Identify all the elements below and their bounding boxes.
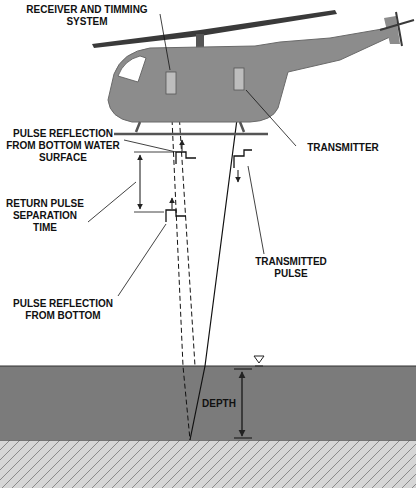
leader-line	[248, 166, 264, 254]
pulse-direction	[172, 198, 173, 209]
depth-ticks	[234, 369, 252, 438]
seabed	[0, 438, 416, 488]
callout-label: PULSE REFLECTION FROM BOTTOM	[4, 298, 122, 322]
leader-line	[88, 182, 136, 222]
helicopter-body	[108, 28, 392, 122]
surface-pulse	[176, 152, 196, 164]
callout-label: RETURN PULSE SEPARATION TIME	[4, 198, 86, 234]
cockpit-window	[118, 56, 146, 82]
rotor-mast	[196, 34, 204, 48]
skids	[114, 122, 268, 134]
bottom-pulse	[166, 210, 186, 222]
transmitter-unit	[234, 68, 244, 90]
pulse-direction	[182, 140, 183, 151]
callout-label: TRANSMITTED PULSE	[246, 256, 336, 280]
water-level-symbol	[254, 356, 264, 366]
leader-line	[160, 14, 170, 70]
part-label: RECEIVER AND TIMMING SYSTEM	[22, 4, 152, 28]
callout-label: PULSE REFLECTION FROM BOTTOM WATER SURFA…	[4, 128, 122, 164]
transmitted-pulse	[234, 150, 252, 168]
return-beam	[178, 96, 195, 366]
tail-rotor	[380, 12, 414, 46]
water-surface	[0, 365, 416, 366]
separation-ticks	[134, 152, 174, 212]
leader-line	[124, 140, 176, 152]
pulse-direction	[238, 170, 239, 182]
receiver-unit	[166, 72, 176, 94]
leader-line	[118, 224, 166, 296]
separation-arrow	[140, 155, 141, 209]
dimension-label: DEPTH	[200, 398, 238, 410]
leader-line	[246, 90, 296, 146]
water	[0, 366, 416, 440]
return-beam	[171, 96, 190, 440]
depth-arrow	[241, 372, 242, 436]
part-label: TRANSMITTER	[298, 142, 388, 154]
laser-beam	[190, 96, 240, 440]
